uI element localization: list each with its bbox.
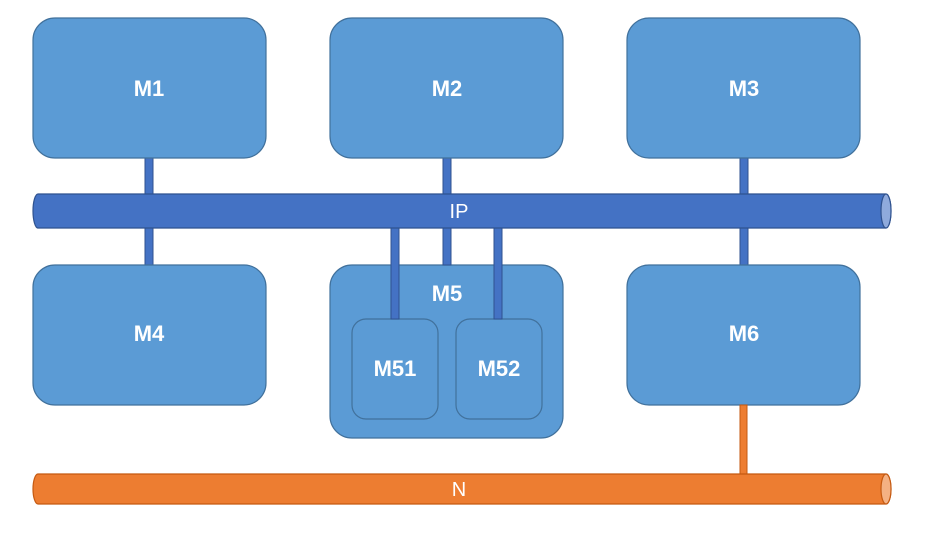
- connector-ip-m4: [144, 227, 154, 267]
- submodule-m51-label: M51: [374, 356, 417, 381]
- module-m2-label: M2: [432, 76, 463, 101]
- module-m4-label: M4: [134, 321, 165, 346]
- module-m5: M5 M51 M52: [329, 264, 564, 439]
- bus-n: N: [32, 473, 892, 505]
- bus-n-end-cap: [880, 473, 892, 505]
- module-m6-label: M6: [729, 321, 760, 346]
- bus-ip-end-cap: [880, 193, 892, 229]
- bus-ip: IP: [32, 193, 892, 229]
- module-m2: M2: [329, 17, 564, 159]
- connector-ip-m5: [442, 227, 452, 266]
- module-m3: M3: [626, 17, 861, 159]
- connector-ip-m6: [739, 227, 749, 267]
- module-m1: M1: [32, 17, 267, 159]
- submodule-m52: M52: [455, 318, 543, 420]
- connector-m3-ip: [739, 157, 749, 197]
- submodule-m51: M51: [351, 318, 439, 420]
- bus-ip-label: IP: [450, 201, 469, 223]
- module-m3-label: M3: [729, 76, 760, 101]
- connector-ip-m52: [493, 227, 503, 320]
- connector-ip-m51: [390, 227, 400, 320]
- module-m6: M6: [626, 264, 861, 406]
- module-m1-label: M1: [134, 76, 165, 101]
- module-m5-label: M5: [432, 281, 463, 306]
- connector-m2-ip: [442, 157, 452, 197]
- connector-m1-ip: [144, 157, 154, 197]
- connector-m6-n: [739, 404, 748, 476]
- bus-n-label: N: [452, 479, 466, 501]
- module-m4: M4: [32, 264, 267, 406]
- submodule-m52-label: M52: [478, 356, 521, 381]
